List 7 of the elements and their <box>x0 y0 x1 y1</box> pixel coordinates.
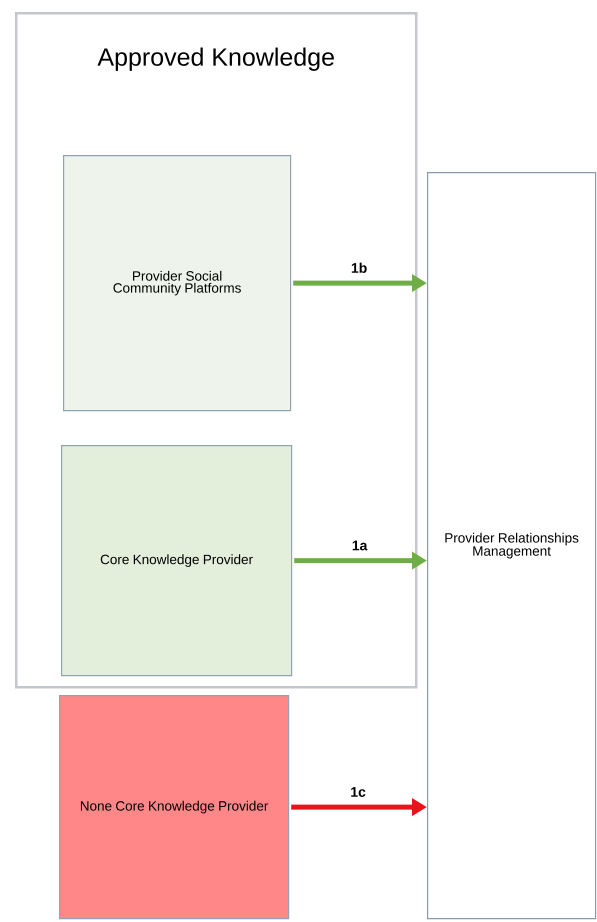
edge-label: 1a <box>350 540 368 552</box>
edge-label: 1b <box>350 262 368 274</box>
process-box: None Core Knowledge Provider <box>59 695 290 920</box>
process-box: Provider Social Community Platforms <box>63 155 292 412</box>
edge-label: 1c <box>349 786 367 798</box>
process-box: Core Knowledge Provider <box>61 445 292 676</box>
process-box: Provider Relationships Management <box>427 172 596 920</box>
